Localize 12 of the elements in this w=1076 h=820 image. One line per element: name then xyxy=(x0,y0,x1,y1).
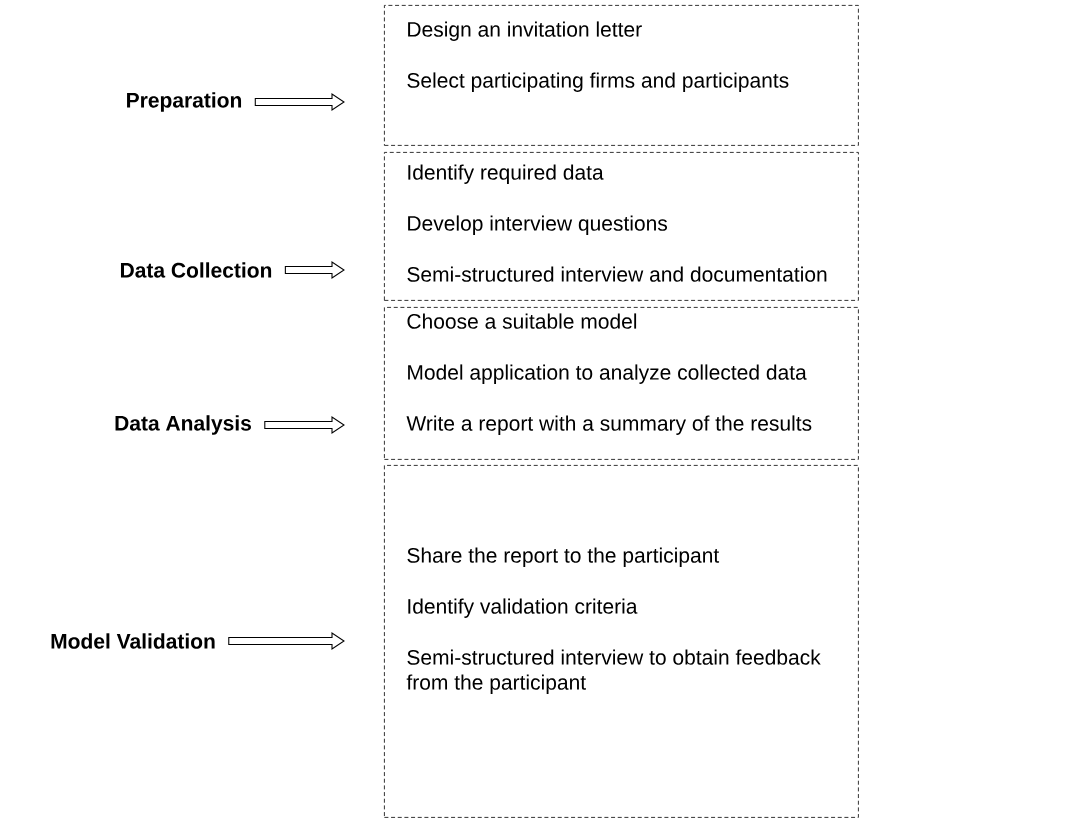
stage-label: Data Collection xyxy=(121,262,272,278)
step-box: Design an invitation letter Select participating firms and participants xyxy=(384,5,859,146)
hollow-arrow xyxy=(284,261,345,279)
stage-label: Model Validation xyxy=(51,633,215,649)
hollow-arrow xyxy=(254,93,345,111)
stage-label: Data Analysis xyxy=(115,415,251,435)
stage-label: Preparation xyxy=(127,92,242,112)
step-box: Identify required data Develop interview questions Semi-structured interview and documentation xyxy=(384,152,859,301)
hollow-arrow xyxy=(228,632,345,650)
step-box: Share the report to the participant Identify validation criteria Semi-structured interview to obtain feedback from the participant xyxy=(384,465,859,818)
hollow-arrow xyxy=(264,416,345,434)
step-box: Choose a suitable model Model application to analyze collected data Write a report with a summary of the results xyxy=(384,307,859,460)
